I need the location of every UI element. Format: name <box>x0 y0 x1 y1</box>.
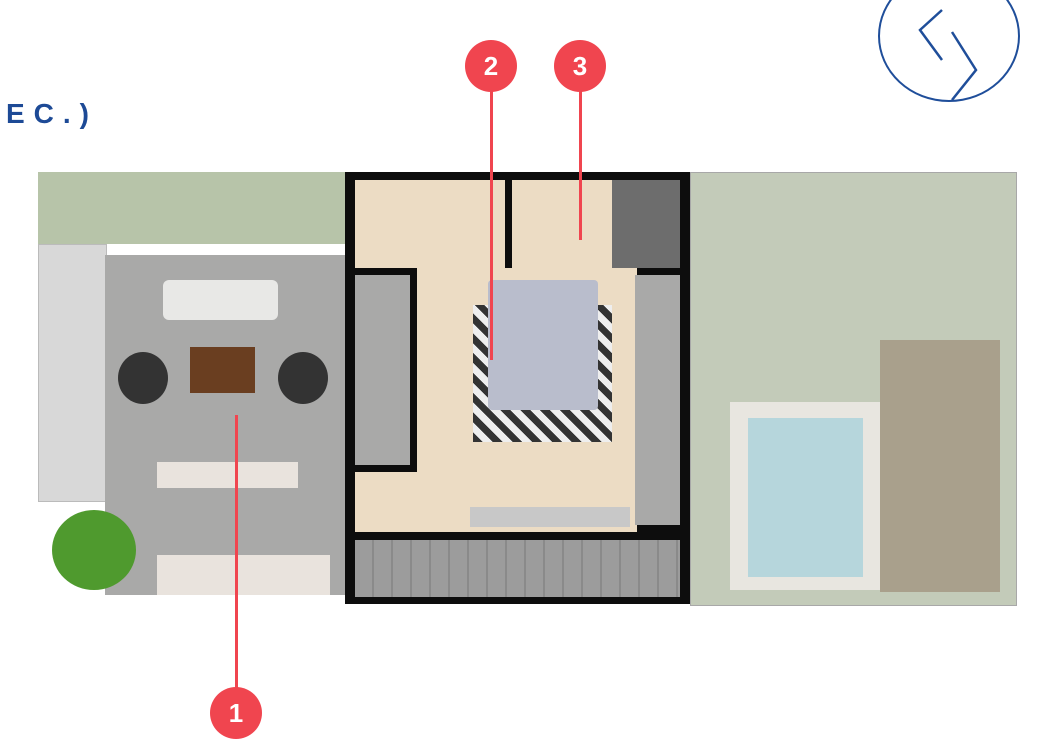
planter-left <box>355 275 410 465</box>
plant <box>52 510 136 590</box>
marker-3[interactable]: 3 <box>554 40 606 92</box>
deck <box>880 340 1000 592</box>
armchair-left <box>118 352 168 404</box>
pool-water <box>748 418 863 577</box>
bathroom <box>512 180 612 268</box>
tv-console <box>470 507 630 527</box>
entry-floor <box>355 472 425 532</box>
marker-2-line <box>490 90 493 360</box>
garden-strip <box>38 172 345 244</box>
marker-2[interactable]: 2 <box>465 40 517 92</box>
marker-1[interactable]: 1 <box>210 687 262 739</box>
kitchen-counter <box>157 555 330 595</box>
brand-logo <box>878 0 1020 102</box>
stairs <box>355 540 680 597</box>
bar-counter <box>157 462 298 488</box>
sofa <box>163 280 278 320</box>
shower <box>612 180 680 268</box>
logo-mark-icon <box>918 9 978 100</box>
balcony <box>635 275 680 525</box>
armchair-right <box>278 352 328 404</box>
coffee-table <box>190 347 255 393</box>
marker-3-line <box>579 90 582 240</box>
parking-area <box>38 244 107 502</box>
marker-1-line <box>235 415 238 690</box>
page-heading-fragment: EC.) <box>6 98 98 129</box>
closet <box>355 180 505 268</box>
bed <box>488 280 598 410</box>
floor-plan <box>38 172 1017 606</box>
